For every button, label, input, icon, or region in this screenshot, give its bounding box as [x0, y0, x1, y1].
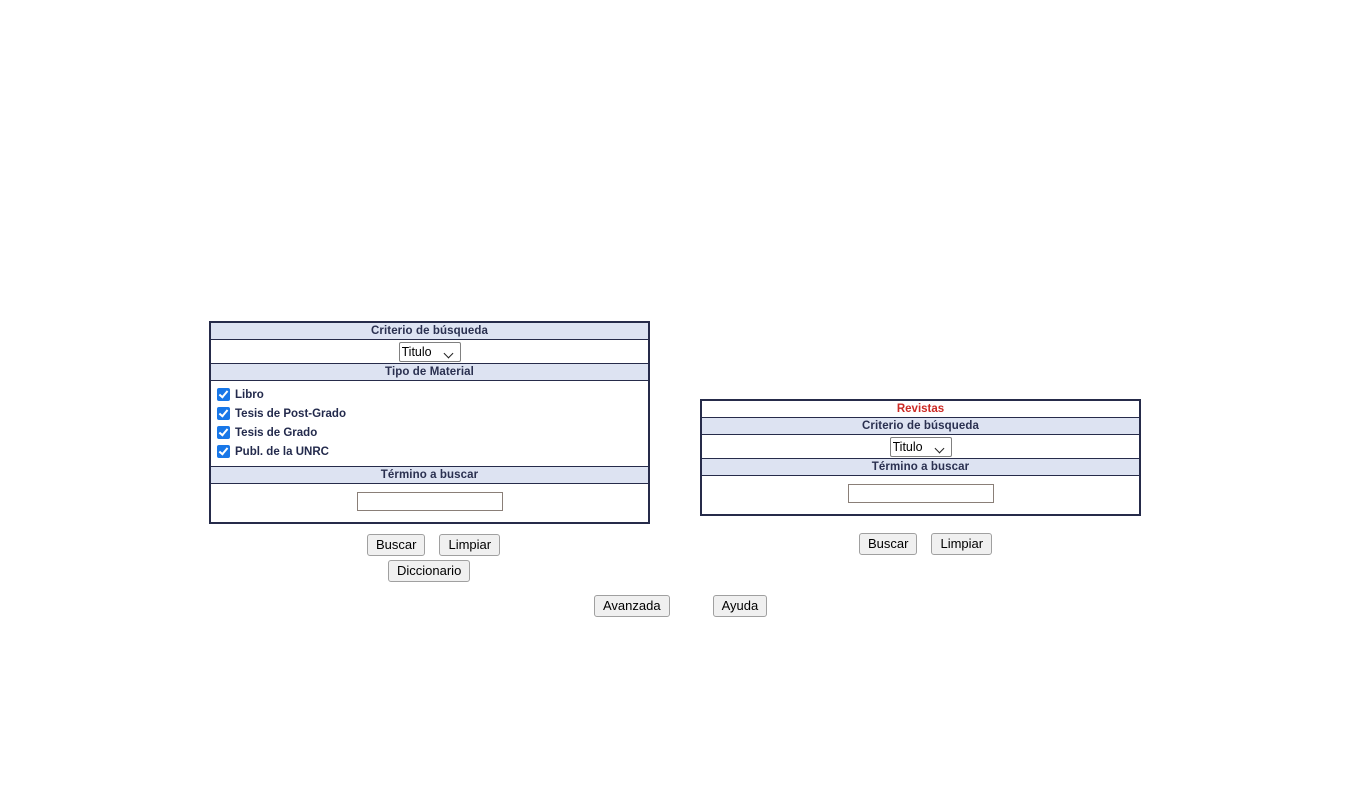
material-label: Tesis de Grado [235, 426, 318, 439]
books-material-list: Libro Tesis de Post-Grado Tesis de Grado… [211, 381, 648, 467]
material-item-publ-unrc[interactable]: Publ. de la UNRC [217, 442, 648, 461]
checkbox-checked-icon[interactable] [217, 407, 230, 420]
journals-criteria-header: Criterio de búsqueda [702, 418, 1139, 435]
books-criteria-select-wrap: Titulo [398, 342, 461, 362]
books-clear-button[interactable]: Limpiar [439, 534, 501, 556]
material-item-libro[interactable]: Libro [217, 385, 648, 404]
books-criteria-cell: Titulo [211, 340, 648, 364]
journals-panel-title: Revistas [702, 401, 1139, 418]
material-label: Tesis de Post-Grado [235, 407, 346, 420]
books-material-header: Tipo de Material [211, 364, 648, 381]
journals-criteria-select-wrap: Titulo [889, 437, 952, 457]
material-item-tesis-grado[interactable]: Tesis de Grado [217, 423, 648, 442]
books-search-panel: Criterio de búsqueda Titulo Tipo de Mate… [209, 321, 650, 524]
footer-button-row: Avanzada Ayuda [594, 595, 768, 617]
books-criteria-header: Criterio de búsqueda [211, 323, 648, 340]
material-item-tesis-post-grado[interactable]: Tesis de Post-Grado [217, 404, 648, 423]
books-term-header: Término a buscar [211, 467, 648, 484]
books-button-row-secondary: Diccionario [388, 560, 471, 582]
journals-criteria-select[interactable]: Titulo [889, 437, 952, 457]
material-label: Libro [235, 388, 264, 401]
books-criteria-select[interactable]: Titulo [398, 342, 461, 362]
books-button-row-primary: Buscar Limpiar [367, 534, 501, 556]
checkbox-checked-icon[interactable] [217, 388, 230, 401]
journals-search-panel: Revistas Criterio de búsqueda Titulo Tér… [700, 399, 1141, 516]
journals-criteria-cell: Titulo [702, 435, 1139, 459]
journals-search-button[interactable]: Buscar [859, 533, 918, 555]
books-search-button[interactable]: Buscar [367, 534, 426, 556]
journals-clear-button[interactable]: Limpiar [931, 533, 993, 555]
journals-term-header: Término a buscar [702, 459, 1139, 476]
books-term-cell [211, 484, 648, 522]
journals-term-cell [702, 476, 1139, 514]
advanced-search-button[interactable]: Avanzada [594, 595, 670, 617]
books-term-input[interactable] [356, 492, 503, 511]
help-button[interactable]: Ayuda [712, 595, 768, 617]
journals-button-row: Buscar Limpiar [859, 533, 993, 555]
checkbox-checked-icon[interactable] [217, 426, 230, 439]
material-label: Publ. de la UNRC [235, 445, 329, 458]
dictionary-button[interactable]: Diccionario [388, 560, 471, 582]
journals-term-input[interactable] [847, 484, 994, 503]
checkbox-checked-icon[interactable] [217, 445, 230, 458]
